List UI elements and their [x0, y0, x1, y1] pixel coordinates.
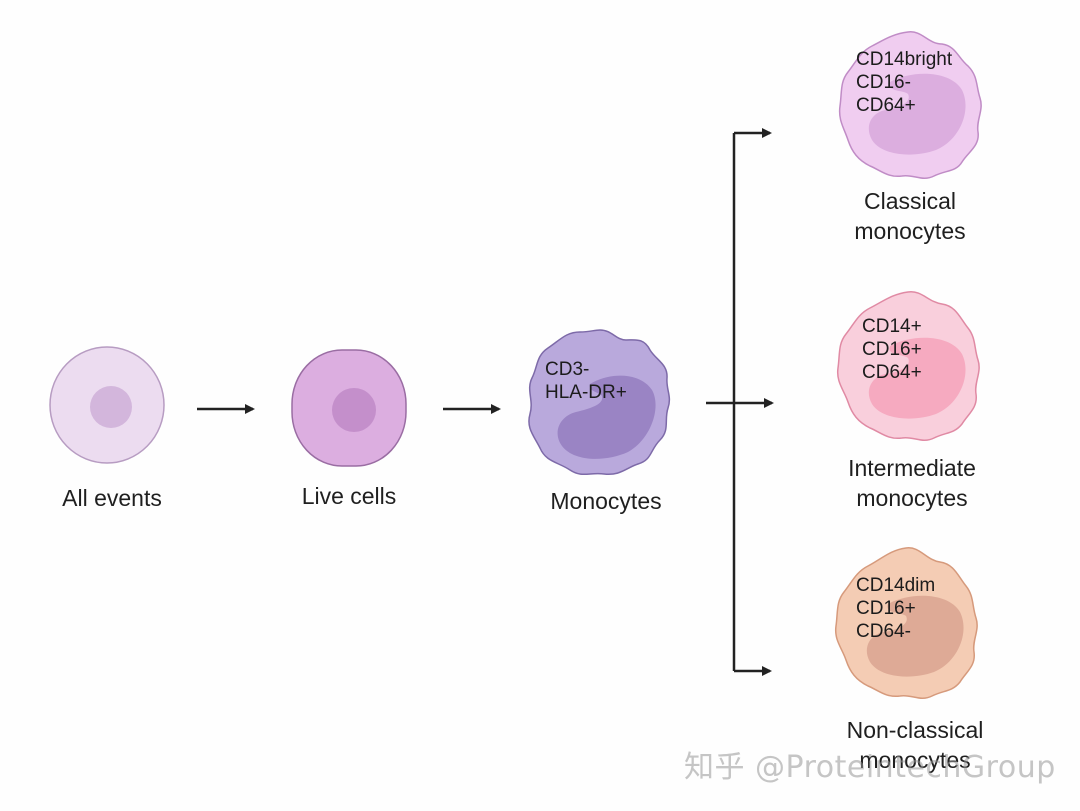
intermediate-markers: CD14+ CD16+ CD64+ — [862, 315, 922, 384]
classical-label-line2: monocytes — [854, 218, 966, 244]
monocyte-cell — [528, 329, 671, 476]
intermediate-label-line1: Intermediate — [848, 455, 976, 481]
marker-cd16: CD16+ — [862, 339, 922, 360]
live-cells-cell — [291, 349, 407, 467]
monocyte-markers: CD3- HLA-DR+ — [545, 358, 627, 404]
all-events-label: All events — [62, 485, 162, 511]
nonclassical-nucleus — [866, 595, 964, 677]
marker-cd14: CD14+ — [862, 316, 922, 337]
nonclassical-monocyte-cell — [834, 547, 978, 699]
nonclassical-label: Non-classical monocytes — [820, 715, 1010, 775]
intermediate-monocyte-cell — [836, 291, 980, 441]
intermediate-label: Intermediate monocytes — [822, 453, 1002, 513]
marker-cd14: CD14bright — [856, 49, 953, 70]
all-events-cell — [49, 346, 165, 464]
intermediate-label-line2: monocytes — [856, 485, 968, 511]
marker-cd16: CD16+ — [856, 598, 916, 619]
watermark-text: 知乎 @ProteintechGroup — [684, 750, 1056, 785]
nonclassical-label-line1: Non-classical — [846, 717, 984, 743]
intermediate-nucleus — [868, 337, 966, 419]
marker-cd64: CD64+ — [862, 362, 922, 383]
live-cells-nucleus — [332, 388, 376, 432]
classical-nucleus — [868, 73, 966, 155]
marker-cd64: CD64+ — [856, 95, 916, 116]
marker-cd3: CD3- — [545, 359, 590, 380]
nonclassical-label-line2: monocytes — [859, 747, 971, 773]
marker-hla-dr: HLA-DR+ — [545, 382, 627, 403]
marker-cd64: CD64- — [856, 621, 911, 642]
classical-label-line1: Classical — [863, 188, 957, 214]
classical-monocyte-cell — [838, 31, 982, 179]
classical-label: Classical monocytes — [830, 186, 990, 246]
monocytes-label: Monocytes — [550, 488, 662, 514]
monocyte-nucleus — [557, 375, 656, 459]
nonclassical-markers: CD14dim CD16+ CD64- — [856, 574, 935, 643]
all-events-nucleus — [90, 386, 132, 428]
branch-connector — [706, 128, 774, 676]
live-cells-label: Live cells — [301, 483, 397, 509]
marker-cd16: CD16- — [856, 72, 911, 93]
marker-cd14: CD14dim — [856, 575, 936, 596]
classical-markers: CD14bright CD16- CD64+ — [856, 48, 952, 117]
